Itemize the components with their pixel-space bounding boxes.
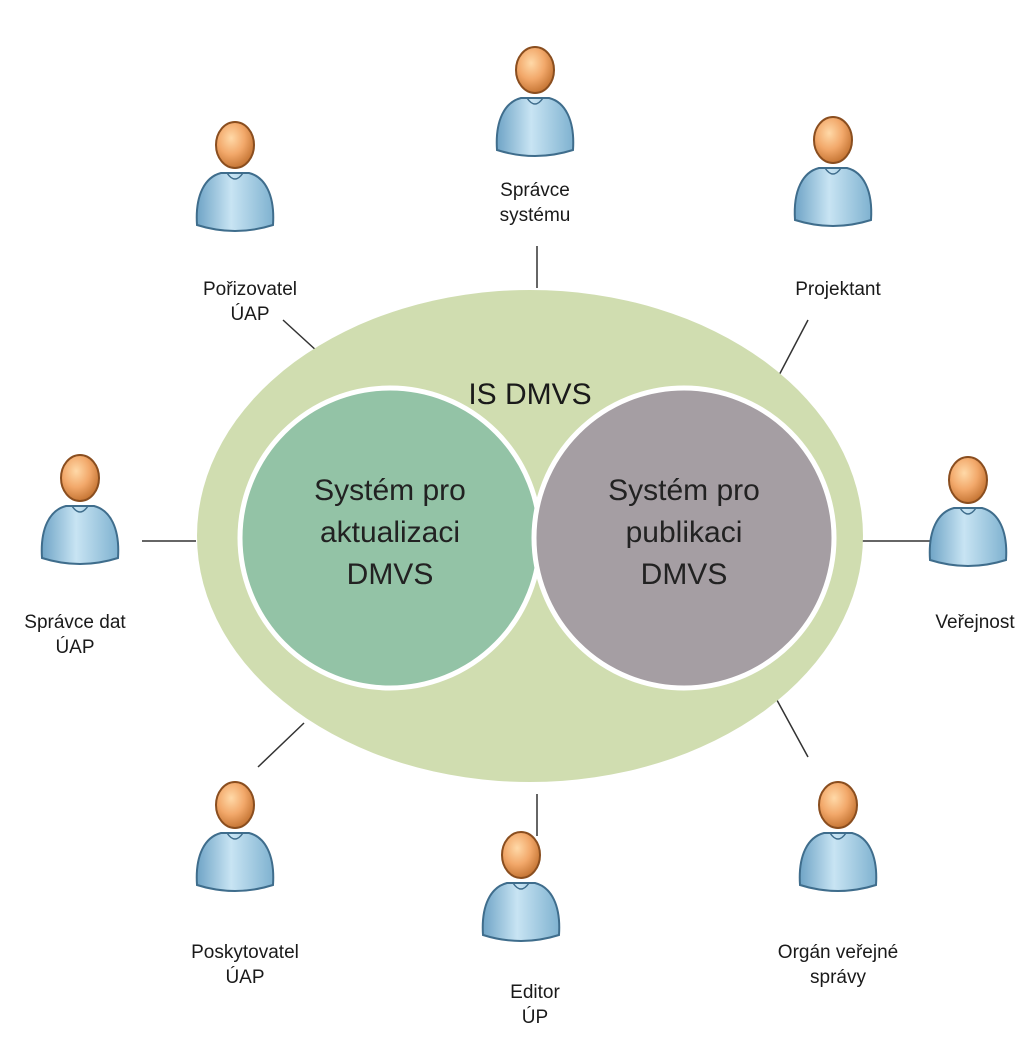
actor-label-line: systému [499,205,571,226]
user-icon [798,781,878,892]
actor-label-line: Poskytovatel [191,942,299,963]
connector-porizovatel-uap [282,319,319,353]
system-title: IS DMVS [468,378,591,411]
user-icon [793,116,873,227]
actor-label-projektant: Projektant [795,277,881,302]
actor-label-line: ÚAP [55,637,95,658]
actor-label-spravce-systemu: Správce systému [500,178,571,228]
user-icon [928,456,1008,567]
actor-label-line: Pořizovatel [203,279,297,300]
subsystem-publish-circle [531,385,837,691]
actor-label-line: Orgán veřejné [777,942,899,963]
actor-label-line: ÚAP [225,967,265,988]
user-icon [195,121,275,232]
actor-label-line: ÚAP [230,304,270,325]
subsystem-update-label: DMVS [347,558,434,591]
actor-label-organ-verejne-spravy: Orgán veřejné správy [778,940,898,990]
subsystem-update-label: aktualizaci [320,516,460,549]
user-icon [195,781,275,892]
actor-label-line: Správce dat [24,612,126,633]
user-icon [481,831,561,942]
user-icon [40,454,120,565]
subsystem-publish-label: publikaci [626,516,743,549]
subsystem-publish-label: Systém pro [608,474,760,507]
connector-poskytovatel-uap [257,722,305,768]
actor-label-line: Správce [500,180,570,201]
subsystem-publish-label: DMVS [641,558,728,591]
user-icon [495,46,575,157]
actor-label-line: Editor [510,982,560,1003]
actor-label-line: správy [810,967,866,988]
actor-label-line: Veřejnost [935,612,1015,633]
actor-label-line: Projektant [795,279,881,300]
actor-label-verejnost: Veřejnost [935,610,1014,635]
actor-label-line: ÚP [521,1007,549,1028]
subsystem-update-label: Systém pro [314,474,466,507]
